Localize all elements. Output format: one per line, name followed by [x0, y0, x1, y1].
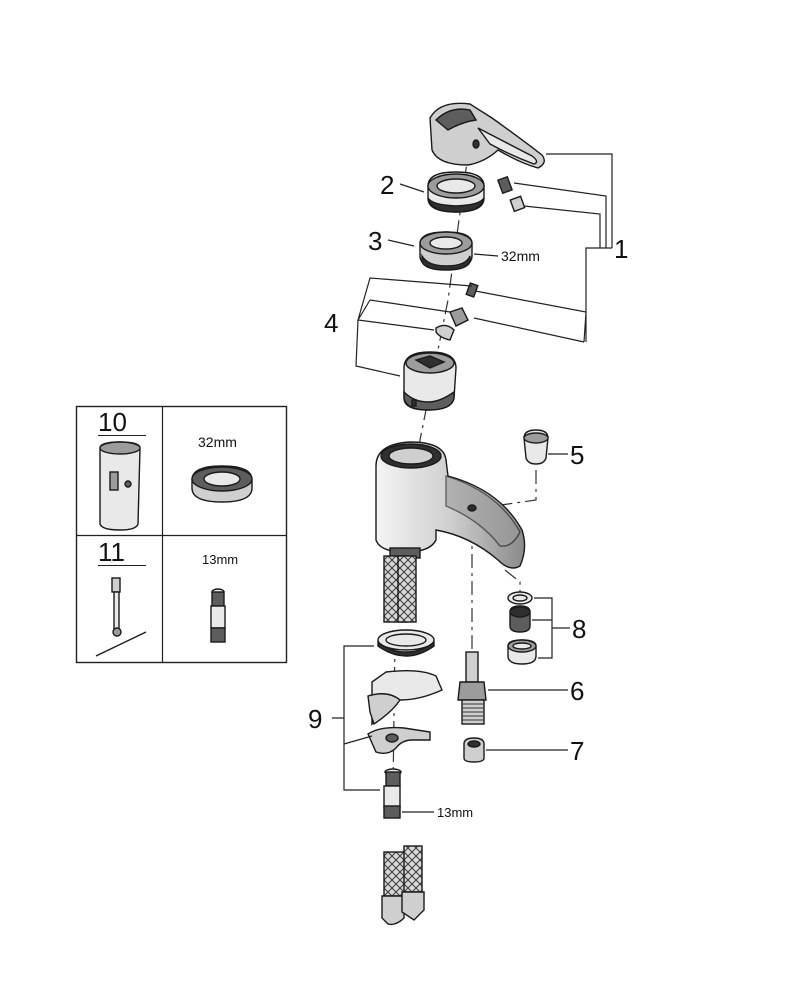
threaded-stud — [457, 651, 487, 725]
nut — [463, 737, 485, 763]
set-screw-cap — [509, 195, 526, 213]
threaded-nut — [419, 231, 473, 271]
callout-4-bracket — [355, 277, 473, 377]
single-lever-handle — [429, 102, 545, 169]
callout-2-leader — [399, 183, 425, 193]
faucet-body — [375, 441, 526, 569]
fixing-ring — [377, 629, 435, 657]
wrench-size-label: 13mm — [437, 805, 473, 820]
grub-screw — [497, 175, 513, 195]
callout-6-label: 6 — [570, 676, 584, 706]
callout-5-label: 5 — [570, 440, 584, 470]
tool-10-size: 32mm — [198, 434, 237, 450]
callout-9-bracket — [332, 645, 380, 791]
callout-3-label: 3 — [368, 226, 382, 256]
callout-8-bracket — [532, 597, 570, 659]
callout-9-label: 9 — [308, 704, 322, 734]
fixing-axis-line — [392, 639, 396, 791]
fixing-bolt — [383, 768, 402, 819]
tool-11-size: 13mm — [202, 552, 238, 567]
t-wrench-tool — [95, 577, 147, 657]
plug — [523, 429, 549, 465]
callout-2-label: 2 — [380, 170, 394, 200]
callout-3-leader — [387, 239, 415, 247]
flex-hose-lower — [381, 845, 425, 926]
screw-set — [435, 282, 479, 341]
callout-7-label: 7 — [570, 736, 584, 766]
callout-4-label: 4 — [324, 308, 338, 338]
callout-8-label: 8 — [572, 614, 586, 644]
tool-10-nut-icon — [191, 465, 253, 503]
cap-ring — [427, 171, 485, 213]
cartridge — [403, 351, 457, 411]
tool-10-number: 10 — [98, 407, 127, 437]
aerator-set — [507, 591, 537, 665]
socket-wrench-tool — [99, 441, 141, 531]
callout-1-label: 1 — [614, 234, 628, 264]
flex-hose-upper — [383, 555, 417, 623]
horseshoe-washer — [367, 726, 431, 755]
callout-1-bracket — [469, 153, 613, 343]
nut-size-leader — [473, 253, 499, 257]
tool-11-bolt-icon — [210, 588, 226, 643]
tools-table: 10 11 32mm 13mm — [75, 405, 288, 664]
tool-11-number: 11 — [98, 537, 125, 567]
nut-size-label: 32mm — [501, 248, 540, 264]
rubber-gasket — [367, 669, 443, 726]
